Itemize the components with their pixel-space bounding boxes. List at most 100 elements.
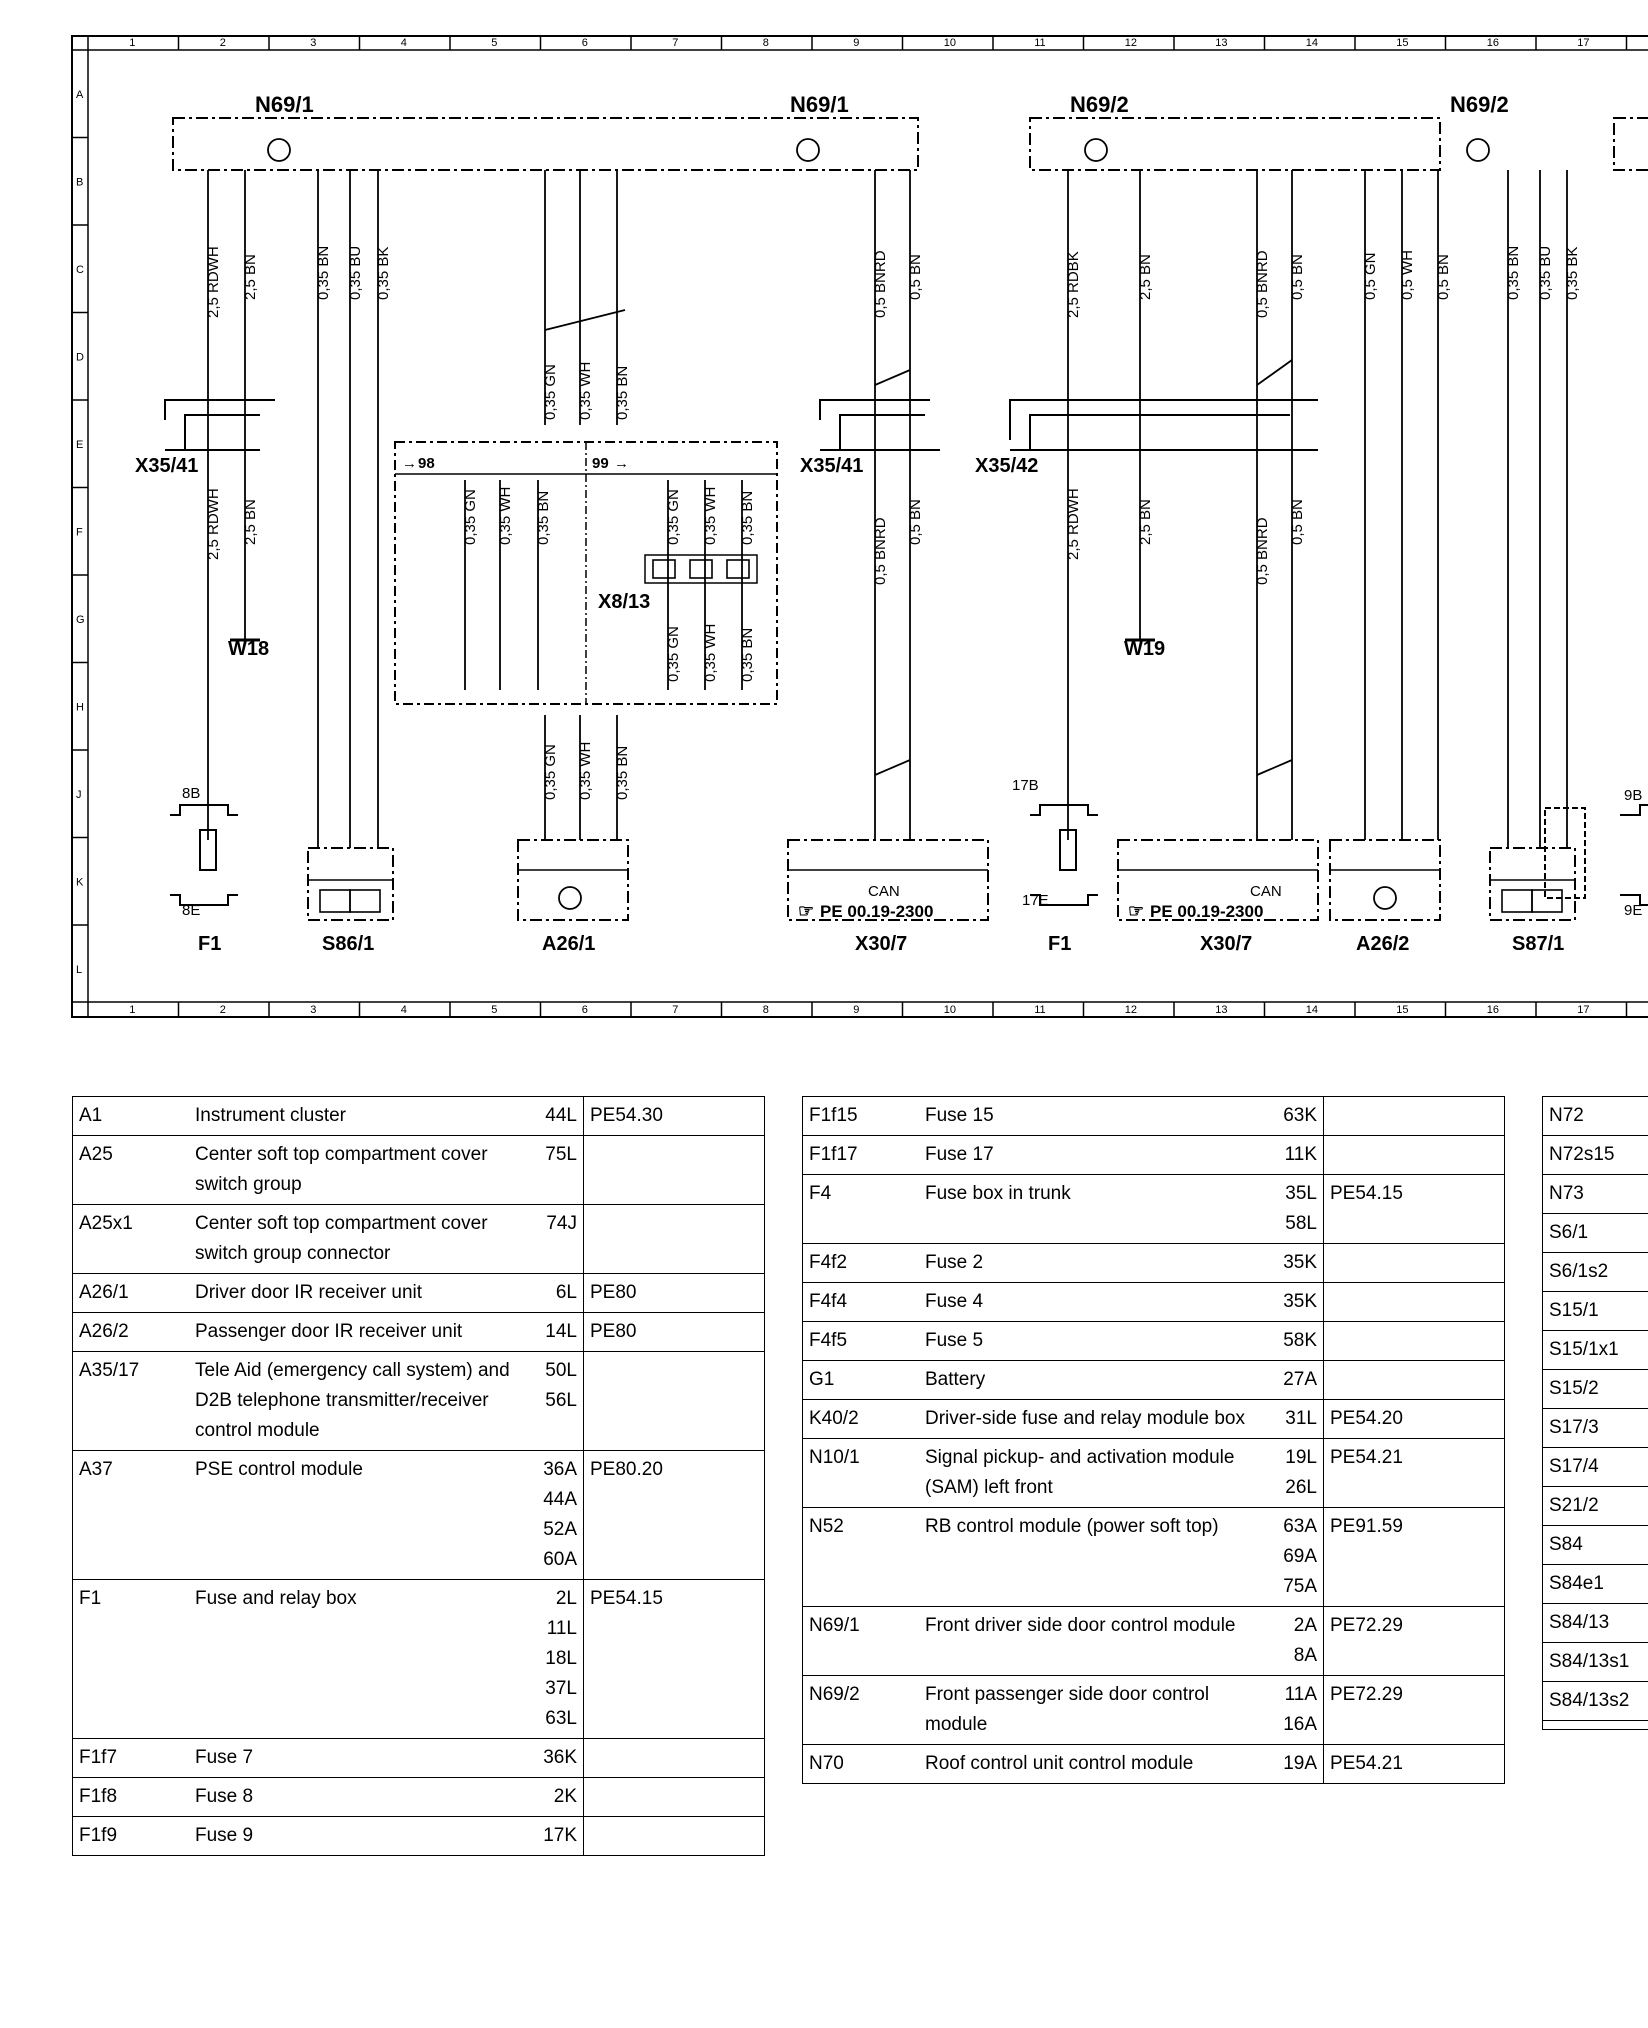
wire-label-rdwh-bottom: 2,5 RDWH <box>205 488 222 560</box>
legend-ref: PE54.20 <box>1323 1399 1505 1439</box>
grid-col-label-top: 5 <box>491 37 497 49</box>
legend-loc: 35K <box>1271 1282 1324 1322</box>
wire-label-gn035-98: 0,35 GN <box>462 489 479 545</box>
legend-loc: 31L <box>1271 1399 1324 1439</box>
legend-row: N72s15 <box>1542 1135 1648 1175</box>
grid-col-label-top: 13 <box>1215 37 1227 49</box>
wire-label-rdwh-top: 2,5 RDWH <box>205 246 222 318</box>
grid-row-label: J <box>76 789 82 801</box>
legend-loc: 58K <box>1271 1321 1324 1361</box>
legend-code: A25 <box>72 1135 189 1205</box>
legend-code: N70 <box>802 1744 919 1784</box>
legend-code: S15/2 <box>1542 1369 1648 1409</box>
legend-desc: Front driver side door control module <box>919 1606 1271 1676</box>
wire-label-bk035-s87: 0,35 BK <box>1564 247 1581 300</box>
legend-code <box>1542 1720 1648 1730</box>
legend-loc: 2K <box>531 1777 584 1817</box>
wire-label-rdwh-x35-42: 2,5 RDWH <box>1065 488 1082 560</box>
can-label-a: CAN <box>868 883 900 900</box>
grid-col-label-bottom: 17 <box>1577 1004 1589 1016</box>
legend-code: F1 <box>72 1579 189 1739</box>
grid-col-label-bottom: 5 <box>491 1004 497 1016</box>
fuse-17b-label: 17B <box>1012 777 1039 794</box>
legend-code: S84e1 <box>1542 1564 1648 1604</box>
legend-ref <box>1323 1135 1505 1175</box>
legend-row: S6/1s2 <box>1542 1252 1648 1292</box>
wire-label-wh035-98: 0,35 WH <box>497 487 514 545</box>
legend-row: S84 <box>1542 1525 1648 1565</box>
grid-col-label-top: 2 <box>220 37 226 49</box>
legend-code: N72s15 <box>1542 1135 1648 1175</box>
grid-col-label-top: 4 <box>401 37 407 49</box>
legend-ref <box>583 1738 765 1778</box>
legend-ref <box>1323 1282 1505 1322</box>
n69-1-label-right: N69/1 <box>790 92 849 117</box>
legend-desc: Tele Aid (emergency call system) and D2B… <box>189 1351 531 1451</box>
legend-code: S84 <box>1542 1525 1648 1565</box>
legend-code: F4 <box>802 1174 919 1244</box>
legend-ref <box>583 1351 765 1451</box>
x30-7-label-b: X30/7 <box>1200 933 1252 955</box>
wire-label-bn25-top: 2,5 BN <box>242 254 259 300</box>
grid-row-label: K <box>76 876 84 888</box>
wire-label-bn25-n69-2: 2,5 BN <box>1137 254 1154 300</box>
legend-ref: PE72.29 <box>1323 1606 1505 1676</box>
legend-loc: 27A <box>1271 1360 1324 1400</box>
grid-col-label-top: 3 <box>310 37 316 49</box>
w18-label: W18 <box>228 638 269 660</box>
wire-label-bnrd-x35-42: 0,5 BNRD <box>1254 517 1271 585</box>
legend-code: N72 <box>1542 1096 1648 1136</box>
wire-label-bn05-top: 0,5 BN <box>907 254 924 300</box>
legend-row: S84/13s1 <box>1542 1642 1648 1682</box>
f1-label-a: F1 <box>198 933 221 955</box>
grid-col-label-top: 12 <box>1125 37 1137 49</box>
wire-label-bk035-s86: 0,35 BK <box>375 247 392 300</box>
legend-desc: Fuse box in trunk <box>919 1174 1271 1244</box>
legend-code: A26/2 <box>72 1312 189 1352</box>
legend-ref <box>1323 1243 1505 1283</box>
wire-label-bu035-s86: 0,35 BU <box>347 246 364 300</box>
wire-label-wh035-x8: 0,35 WH <box>702 624 719 682</box>
wire-label-bu035-s87: 0,35 BU <box>1537 246 1554 300</box>
wire-label-bnrd-top: 0,5 BNRD <box>872 250 889 318</box>
grid-col-label-bottom: 1 <box>129 1004 135 1016</box>
legend-desc: Roof control unit control module <box>919 1744 1271 1784</box>
ref-99-label: 99 <box>592 455 609 472</box>
grid-col-label-bottom: 7 <box>672 1004 678 1016</box>
grid-row-label: H <box>76 701 84 713</box>
legend-desc: PSE control module <box>189 1450 531 1580</box>
legend-desc: Fuse 8 <box>189 1777 531 1817</box>
ref-98-label: 98 <box>418 455 435 472</box>
legend-desc: Instrument cluster <box>189 1096 531 1136</box>
legend-row: S15/1x1 <box>1542 1330 1648 1370</box>
legend-desc: Fuse 17 <box>919 1135 1271 1175</box>
legend-code: F1f9 <box>72 1816 189 1856</box>
legend-desc: Battery <box>919 1360 1271 1400</box>
wire-label-bn25-bottom: 2,5 BN <box>242 499 259 545</box>
wire-label-wh05: 0,5 WH <box>1399 250 1416 300</box>
legend-code: S15/1x1 <box>1542 1330 1648 1370</box>
legend-ref: PE72.29 <box>1323 1675 1505 1745</box>
legend-loc: 63A 69A 75A <box>1271 1507 1324 1607</box>
legend-loc: 19A <box>1271 1744 1324 1784</box>
pe-pointer-icon-b: ☞ <box>1128 901 1144 921</box>
legend-code: N52 <box>802 1507 919 1607</box>
wire-label-rdbk: 2,5 RDBK <box>1065 251 1082 318</box>
grid-col-label-bottom: 4 <box>401 1004 407 1016</box>
legend-desc: Fuse 15 <box>919 1096 1271 1136</box>
grid-col-label-bottom: 8 <box>763 1004 769 1016</box>
x35-42-label: X35/42 <box>975 455 1038 477</box>
